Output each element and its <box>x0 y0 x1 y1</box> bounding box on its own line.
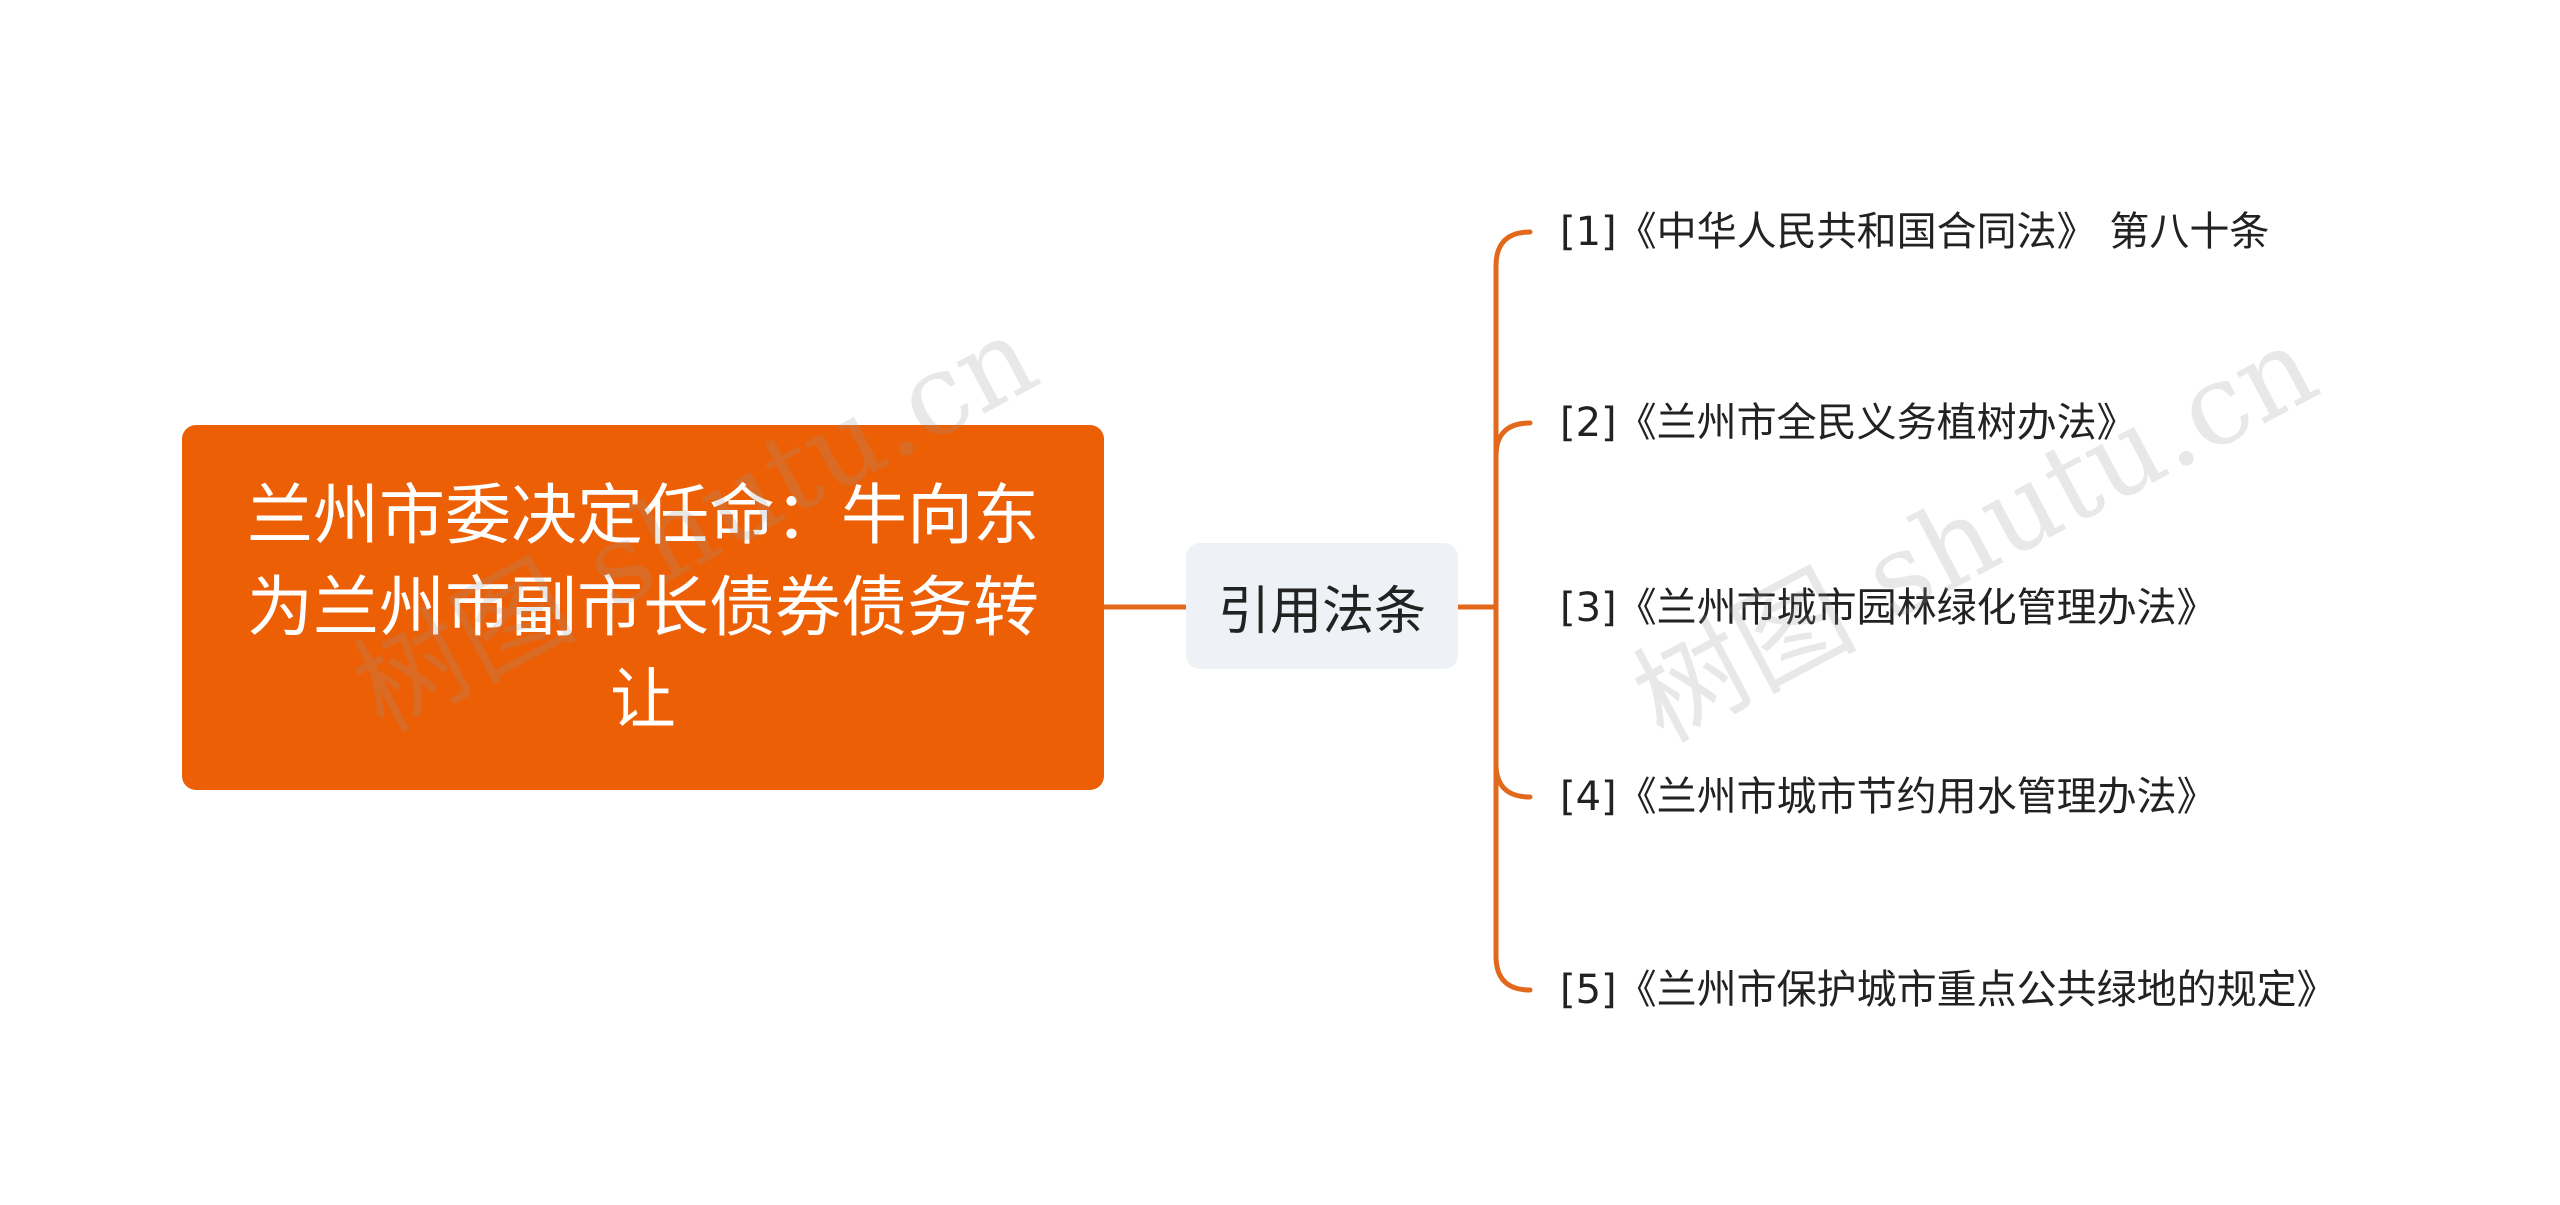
branch-topic-label: 引用法条 <box>1217 581 1426 642</box>
root-topic-text: 兰州市委决定任命：牛向东为兰州市副市长债券债务转让 <box>247 476 1039 738</box>
bracket-spine <box>1493 229 1533 993</box>
bracket-tick-2 <box>1493 420 1533 459</box>
root-topic-node[interactable]: 兰州市委决定任命：牛向东为兰州市副市长债券债务转让 <box>182 425 1104 790</box>
leaf-topic-2[interactable]: [2]《兰州市全民义务植树办法》 <box>1560 400 2137 446</box>
branch-topic-node[interactable]: 引用法条 <box>1186 543 1458 669</box>
leaf-topic-4[interactable]: [4]《兰州市城市节约用水管理办法》 <box>1560 774 2217 820</box>
bracket-tick-4 <box>1493 761 1533 800</box>
leaf-topic-1[interactable]: [1]《中华人民共和国合同法》 第八十条 <box>1560 209 2270 255</box>
leaf-topic-5[interactable]: [5]《兰州市保护城市重点公共绿地的规定》 <box>1560 967 2337 1013</box>
leaf-topic-3[interactable]: [3]《兰州市城市园林绿化管理办法》 <box>1560 585 2217 631</box>
